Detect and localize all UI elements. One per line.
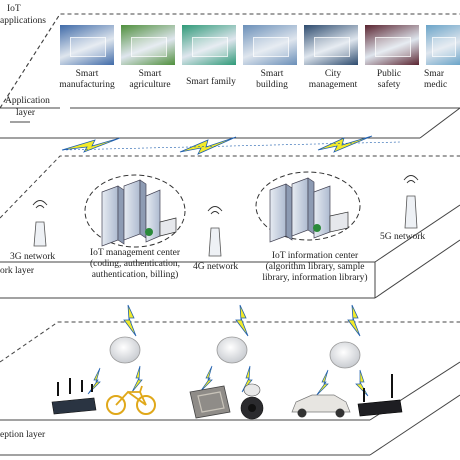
application-layer-label-line1: Application (5, 96, 50, 106)
access-point-icon (216, 336, 248, 364)
smart-family-image (182, 25, 236, 65)
security-camera-device (240, 383, 264, 420)
lightning-icon (317, 135, 373, 153)
iot-applications-title-line1: IoT (7, 4, 21, 14)
application-layer-label-line2: layer (16, 108, 35, 118)
information-center-label: IoT information center (algorithm librar… (262, 251, 368, 283)
network-5g-label: 5G network (380, 232, 426, 242)
application-layer-platform (0, 13, 460, 139)
smart-building-image (243, 25, 297, 65)
lightning-icon (347, 304, 361, 337)
factory-robot-icon (69, 37, 107, 57)
network-3g-label: 3G network (10, 252, 56, 262)
smart-medical-image (426, 25, 460, 65)
antenna-4g (207, 206, 223, 257)
iot-management-center-servers (84, 174, 186, 248)
app-label-smart-family: Smart family (186, 77, 236, 87)
network-4g-label: 4G network (193, 262, 239, 272)
perception-layer-label: eption layer (0, 430, 46, 440)
smart-agriculture-image (121, 25, 175, 65)
lightning-bolts-middle (123, 304, 361, 337)
smart-home-icon (191, 37, 229, 57)
lightning-icon (179, 136, 237, 155)
network-layer-label: ork layer (0, 266, 35, 276)
building-icon (252, 37, 290, 57)
network-layer-platform (0, 155, 460, 299)
iot-information-center-servers (255, 171, 361, 243)
lightning-icon (61, 137, 121, 153)
surveillance-wall-icon (374, 37, 412, 57)
antenna-3g (32, 200, 48, 247)
lightning-icon (235, 304, 249, 337)
city-skyline-icon (313, 37, 351, 57)
perception-layer-platform (0, 321, 460, 456)
greenhouse-icon (130, 37, 168, 57)
bicycle-device (106, 385, 156, 415)
management-center-label: IoT management center (coding, authentic… (89, 248, 181, 280)
router-device (51, 378, 97, 415)
lightning-bolts-top (61, 135, 401, 155)
lightning-icon (123, 304, 137, 337)
car-device (291, 394, 351, 418)
rfid-sensor-device (189, 385, 231, 419)
public-safety-image (365, 25, 419, 65)
city-management-image (304, 25, 358, 65)
wireless-access-points (109, 336, 361, 369)
smart-manufacturing-image (60, 25, 114, 65)
medical-icon (432, 37, 456, 57)
globe-icon (145, 228, 153, 236)
gateway-device (357, 374, 403, 417)
iot-applications-title-line2: applications (0, 16, 46, 26)
access-point-icon (329, 341, 361, 369)
access-point-icon (109, 336, 141, 364)
globe-icon (313, 224, 321, 232)
antenna-5g (403, 175, 419, 229)
